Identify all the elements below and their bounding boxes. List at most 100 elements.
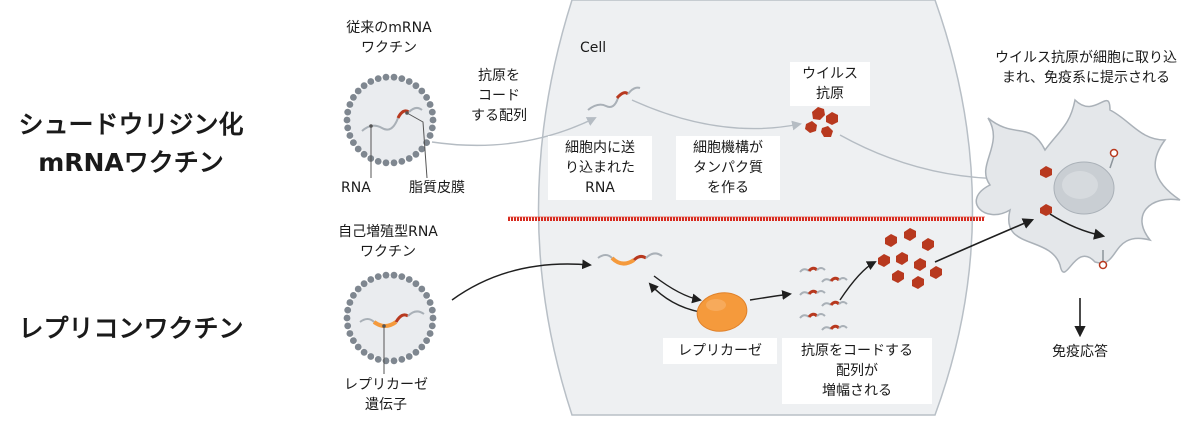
amplified-sequences <box>799 266 848 331</box>
delivered-rna <box>587 86 641 111</box>
antigen-blob <box>896 252 908 265</box>
lipid-dot <box>360 280 368 288</box>
antigen-blob <box>892 270 904 283</box>
label-immune-response: 免疫応答 <box>1052 344 1108 360</box>
lipid-dot <box>350 337 357 344</box>
amplified-rna-copy <box>807 289 819 295</box>
lipid-dot <box>398 356 406 363</box>
amplified-rna-copy <box>821 302 832 307</box>
lipid-dot <box>390 271 398 279</box>
replicase-cycle-arrow-1 <box>653 275 702 304</box>
antigen-blob <box>904 228 916 241</box>
label-cell: Cell <box>580 40 607 56</box>
lipid-dot <box>382 73 390 81</box>
label-cell-machinery: 細胞機構が タンパク質 を作る <box>676 136 780 200</box>
amplified-rna-copy <box>816 313 826 317</box>
replicase-cycle-arrow-2 <box>648 282 701 313</box>
lipid-dot <box>429 314 437 322</box>
lipid-dot <box>429 116 437 124</box>
amplified-rna-copy <box>829 300 841 306</box>
lipid-dot <box>418 87 426 95</box>
arrow-to-antigen-cluster <box>839 261 877 301</box>
arrow-to-antigen <box>631 99 802 131</box>
mrna-section-title: シュードウリジン化 mRNAワクチン <box>18 110 244 177</box>
amplified-rna-copy <box>799 291 810 296</box>
antigen-blob <box>930 266 942 279</box>
lipid-dot <box>344 124 352 132</box>
label-rna: RNA <box>341 180 371 196</box>
arrow-to-amplified <box>749 290 792 301</box>
antigen-blob <box>914 258 926 271</box>
amplified-rna-copy <box>821 326 832 331</box>
lipid-dot <box>423 94 430 101</box>
label-replicase-gene: レプリカーゼ 遺伝子 <box>344 377 428 413</box>
amplified-rna-copy <box>829 324 841 330</box>
lipid-pointer <box>406 112 428 179</box>
lipid-dot <box>426 299 434 306</box>
lipid-dot <box>354 343 362 351</box>
amplified-rna-copy <box>807 266 819 272</box>
amplified-rna-copy <box>816 267 826 271</box>
lipid-dot <box>382 159 390 167</box>
label-antigen-presented: ウイルス抗原が細胞に取り込 まれ、免疫系に提示される <box>995 50 1177 86</box>
arrow-to-immune-cell-bottom <box>934 218 1035 263</box>
lipid-dot <box>418 145 426 153</box>
label-conventional-vaccine: 従来のmRNA ワクチン <box>346 20 432 56</box>
replicon-section-title: レプリコンワクチン <box>18 314 244 343</box>
lipid-dot <box>354 145 362 153</box>
amplified-rna-copy <box>829 276 841 282</box>
label-lipid-membrane: 脂質皮膜 <box>409 180 465 196</box>
amplified-rna-copy <box>816 290 826 294</box>
lipid-dot <box>418 285 426 293</box>
self-amplifying-rna <box>597 252 663 266</box>
amplified-rna-copy <box>799 268 810 273</box>
lipid-dot <box>428 108 436 116</box>
lipid-dot <box>350 139 357 147</box>
lipid-dot <box>390 159 398 167</box>
lipid-dot <box>426 132 434 139</box>
lipid-dot <box>412 150 420 158</box>
lipid-dot <box>418 343 426 351</box>
lipid-dot <box>423 337 430 344</box>
amplified-rna-copy <box>821 278 832 283</box>
lipid-dot <box>343 314 351 322</box>
lipid-membrane-dots-bottom <box>343 271 437 365</box>
lipid-dot <box>390 73 398 81</box>
label-viral-antigen: ウイルス 抗原 <box>790 62 870 106</box>
lipid-dot <box>346 330 354 337</box>
lipid-dot <box>344 306 352 314</box>
lipid-dot <box>367 78 375 85</box>
lipid-dot <box>346 132 354 139</box>
lipid-dot <box>374 356 382 363</box>
lipid-dot <box>398 158 406 165</box>
lipid-dot <box>405 78 413 85</box>
label-antigen-coding: 抗原を コード する配列 <box>458 66 540 126</box>
lipid-dot <box>350 292 357 299</box>
lipid-dot <box>428 322 436 330</box>
lipid-dot <box>354 285 362 293</box>
antigen-blob <box>878 254 890 267</box>
lipid-dot <box>343 116 351 124</box>
lipid-dot <box>346 101 354 108</box>
arrow-to-cell-bottom <box>451 259 592 301</box>
arrow-to-cell-top <box>431 117 597 147</box>
lipid-dot <box>405 155 413 162</box>
lipid-dot <box>390 357 398 365</box>
amplified-antigen-cluster <box>878 228 942 289</box>
lipid-dot <box>374 158 382 165</box>
lipid-dot <box>374 273 382 280</box>
lipid-dot <box>367 353 375 360</box>
amplified-rna-copy <box>838 325 848 329</box>
antigen-blob <box>912 276 924 289</box>
label-amplified-sequence: 抗原をコードする 配列が 増幅される <box>782 338 932 404</box>
replicon-vaccine-particle <box>343 271 437 365</box>
lipid-dot <box>426 330 434 337</box>
amplified-rna-copy <box>838 277 848 281</box>
lipid-dot <box>382 271 390 279</box>
lipid-dot <box>360 348 368 356</box>
lipid-dot <box>398 75 406 82</box>
lipid-dot <box>350 94 357 101</box>
mrna-vaccine-particle <box>343 73 437 167</box>
lipid-dot <box>346 299 354 306</box>
lipid-dot <box>405 276 413 283</box>
